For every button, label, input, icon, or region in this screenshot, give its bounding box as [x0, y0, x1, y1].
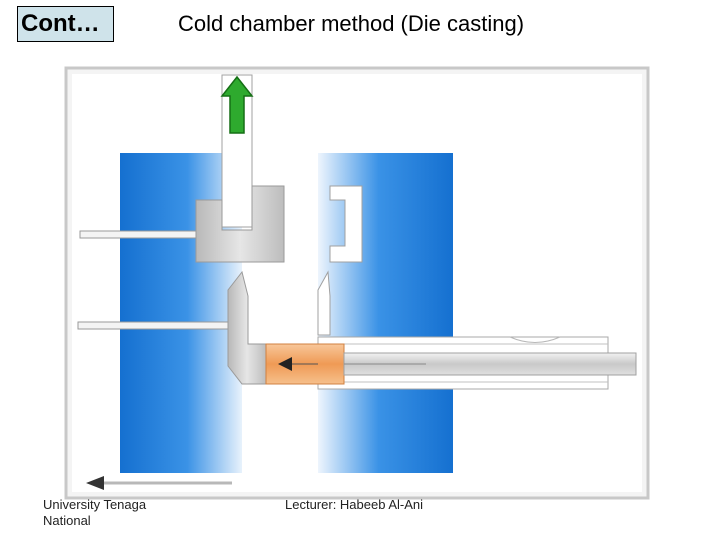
- die-insert-lower: [317, 270, 331, 336]
- moving-die-half: [318, 153, 453, 473]
- ejector-pin-lower: [77, 321, 229, 330]
- ejector-pin-upper: [79, 230, 199, 239]
- ejector-left-arrow-icon: [86, 476, 104, 490]
- slide-title: Cold chamber method (Die casting): [178, 11, 525, 36]
- green-up-arrow-icon: [220, 75, 254, 134]
- casting-cavity-upper: [195, 185, 285, 263]
- slide-tag: Cont…: [17, 6, 114, 42]
- footer-university: University Tenaga National: [43, 497, 147, 528]
- footer-lecturer: Lecturer: Habeeb Al-Ani: [285, 497, 424, 512]
- die-insert-upper: [329, 185, 363, 263]
- plunger-left-arrow-icon: [278, 357, 292, 371]
